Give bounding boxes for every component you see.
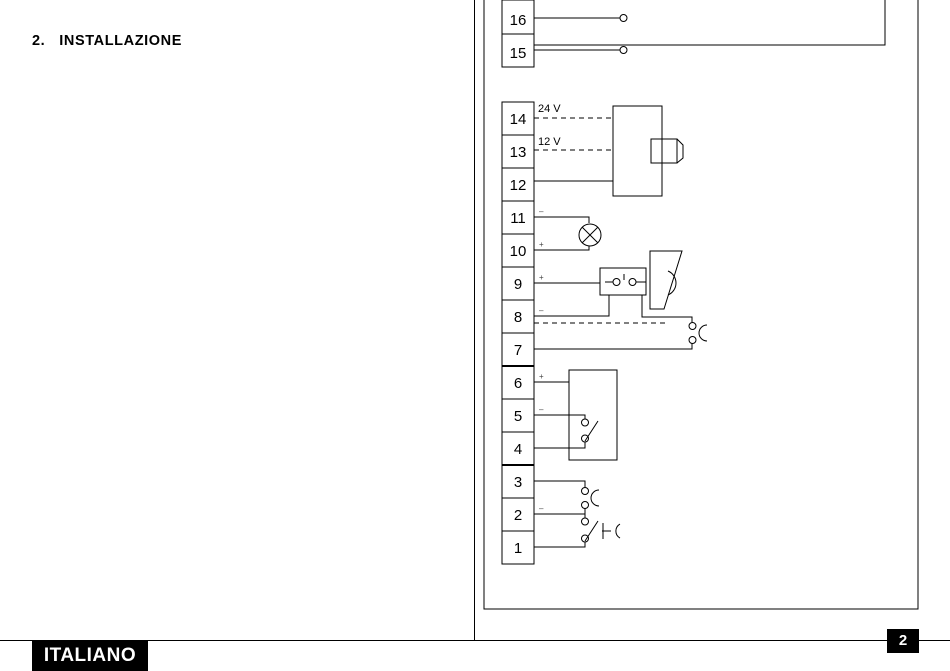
svg-text:+: + <box>539 273 544 282</box>
svg-text:–: – <box>539 504 544 513</box>
svg-text:–: – <box>539 306 544 315</box>
svg-text:+: + <box>539 240 544 249</box>
contact-nc-icon-2 <box>591 490 599 506</box>
terminal-10-label: 10 <box>510 243 527 260</box>
terminal-7-label: 7 <box>514 342 522 359</box>
terminal-separators <box>502 135 534 531</box>
contact-no-icon <box>616 524 620 538</box>
siren-unit-icon <box>613 106 662 196</box>
loop-wire <box>534 0 885 45</box>
svg-text:–: – <box>539 405 544 414</box>
terminal-12-label: 12 <box>510 177 527 194</box>
terminal-2-label: 2 <box>514 507 522 524</box>
voltage-24-label: 24 V <box>538 103 561 115</box>
terminal-6-label: 6 <box>514 375 522 392</box>
voltage-12-label: 12 V <box>538 136 561 148</box>
terminal-14-label: 14 <box>510 111 527 128</box>
terminal-9-label: 9 <box>514 276 522 293</box>
terminal-3-label: 3 <box>514 474 522 491</box>
terminal-5-label: 5 <box>514 408 522 425</box>
svg-text:–: – <box>539 207 544 216</box>
terminal-4-label: 4 <box>514 441 522 458</box>
terminal-13-label: 13 <box>510 144 527 161</box>
terminal-16-label: 16 <box>510 12 527 29</box>
diagram-frame <box>484 0 918 609</box>
svg-text:+: + <box>539 372 544 381</box>
terminal-15-label: 15 <box>510 45 527 62</box>
contact-nc-icon <box>699 325 707 341</box>
terminal-11-label: 11 <box>510 210 526 227</box>
terminal-15-contact <box>620 47 627 54</box>
terminal-1-label: 1 <box>514 540 522 557</box>
horn-icon <box>677 139 683 163</box>
terminal-8-label: 8 <box>514 309 522 326</box>
sensor-icon <box>650 251 682 309</box>
terminal-16-contact <box>620 15 627 22</box>
